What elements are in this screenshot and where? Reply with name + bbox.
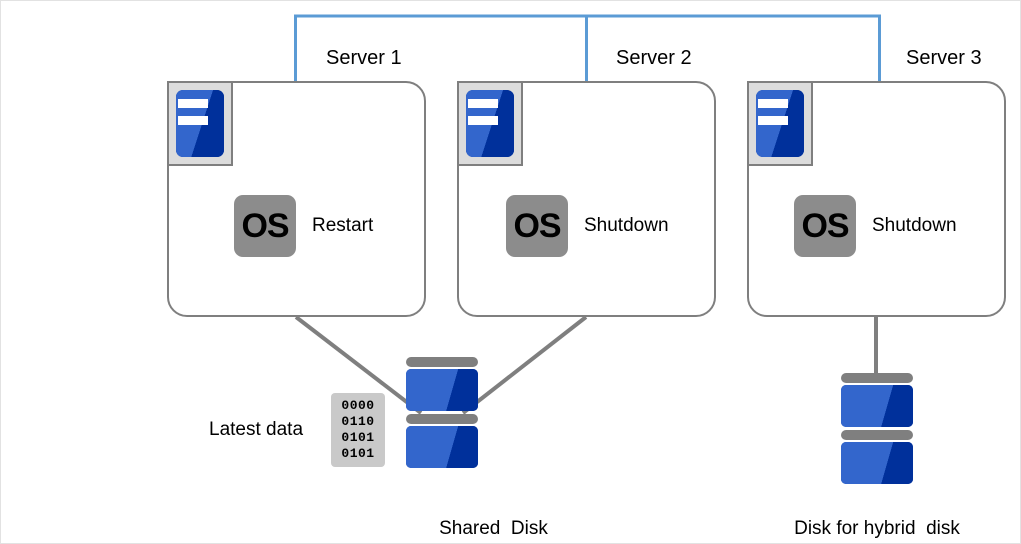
- disk-platter-body: [406, 426, 478, 468]
- server-2-title: Server 2: [616, 47, 692, 69]
- latest-data-label: Latest data: [209, 419, 304, 440]
- server-slot-bar: [178, 99, 208, 108]
- disk-platter-bar: [841, 373, 913, 383]
- server-1-os-state: Restart: [312, 215, 374, 236]
- disk-platter-bar: [406, 357, 478, 367]
- disk-platter-bar: [841, 430, 913, 440]
- disk-connector-lines: [294, 315, 878, 415]
- disk-platter-body: [406, 369, 478, 411]
- server-machine-icon: [747, 81, 813, 166]
- server-2-os-icon: OS: [506, 195, 568, 257]
- server-2-os-state: Shutdown: [584, 215, 669, 236]
- server-1-box: [167, 81, 426, 317]
- server-slot-bar: [758, 116, 788, 125]
- hybrid-disk-icon: [841, 373, 913, 484]
- hybrid-disk-caption-line1: Disk for hybrid disk: [794, 517, 960, 539]
- disk-platter-body: [841, 442, 913, 484]
- server-1-os-icon: OS: [234, 195, 296, 257]
- hybrid-disk-caption: Disk for hybrid disk resource: [749, 473, 1005, 543]
- server-machine-icon: [167, 81, 233, 166]
- server-interconnect-bracket: [294, 14, 881, 81]
- server-slot-bar: [468, 99, 498, 108]
- server-3-title: Server 3: [906, 47, 982, 69]
- server-slot-bar: [178, 116, 208, 125]
- server-machine-icon: [457, 81, 523, 166]
- disk-platter-body: [841, 385, 913, 427]
- binary-row: 0101: [341, 445, 375, 461]
- binary-data-icon: 0000 0110 0101 0101: [331, 393, 385, 467]
- server-1-title: Server 1: [326, 47, 402, 69]
- shared-disk-icon: [406, 357, 478, 468]
- shared-disk-caption: Shared Disk for hybrid disk resource: [361, 473, 626, 543]
- shared-disk-caption-line1: Shared Disk: [439, 517, 548, 539]
- server-slot-bar: [758, 99, 788, 108]
- server-3-os-icon: OS: [794, 195, 856, 257]
- binary-row: 0110: [341, 414, 375, 430]
- disk-platter-bar: [406, 414, 478, 424]
- server-slot-bar: [468, 116, 498, 125]
- binary-row: 0101: [341, 430, 375, 445]
- binary-row: 0000: [341, 398, 375, 414]
- server-3-os-state: Shutdown: [872, 215, 957, 236]
